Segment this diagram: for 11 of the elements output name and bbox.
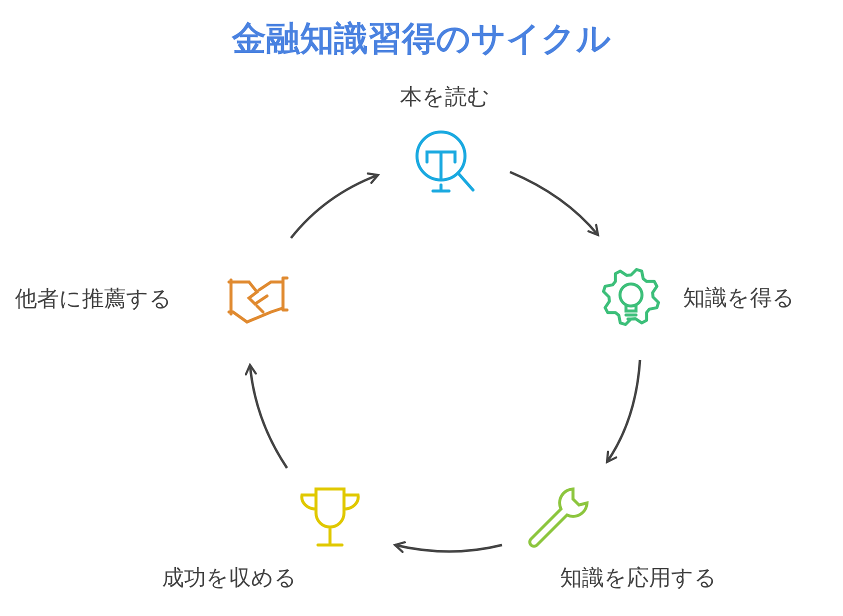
step-label: 本を読む [399,84,491,112]
step-label: 他者に推薦する [15,286,172,314]
arrow [290,172,380,239]
arrow [394,540,502,553]
arrow [606,360,642,464]
step-label: 知識を得る [683,285,795,313]
step-label: 成功を収める [162,565,297,593]
title: 金融知識習得のサイクル [230,18,612,61]
step-label: 知識を応用する [560,565,717,593]
arrow [244,364,288,469]
arrow [510,170,600,236]
